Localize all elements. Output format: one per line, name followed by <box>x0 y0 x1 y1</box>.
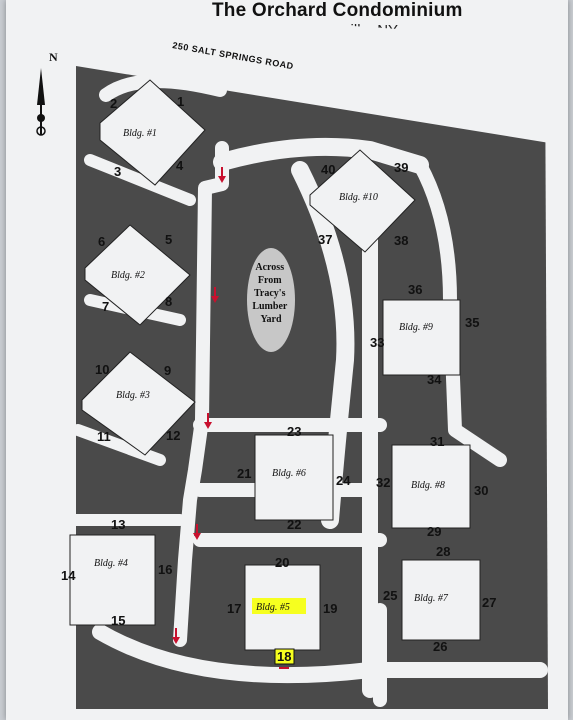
unit-7: 7 <box>102 299 109 314</box>
building-6 <box>254 434 334 521</box>
unit-18-highlight <box>274 648 295 665</box>
unit-23: 23 <box>287 424 301 439</box>
unit-4: 4 <box>176 158 184 173</box>
building-8 <box>391 444 471 529</box>
building-10 <box>309 149 416 253</box>
center-oval-text: Across From Tracy's Lumber Yard <box>252 262 289 325</box>
unit-9: 9 <box>164 363 171 378</box>
building-label-5: Bldg. #5 <box>256 602 290 613</box>
unit-13: 13 <box>111 517 125 532</box>
building-label-8: Bldg. #8 <box>411 480 445 491</box>
arrow-down-icon <box>204 413 212 429</box>
buildings <box>69 79 481 651</box>
building-labels: Bldg. #1 Bldg. #2 Bldg. #3 Bldg. #4 Bldg… <box>94 128 449 614</box>
arrow-down-icon <box>172 628 180 644</box>
building-label-2: Bldg. #2 <box>111 270 145 281</box>
unit-numbers: 1 2 3 4 5 6 7 8 9 10 11 12 13 14 15 16 1… <box>61 94 496 669</box>
arrow-down-icon <box>218 167 226 183</box>
building-label-7: Bldg. #7 <box>414 593 449 604</box>
building-5-highlight <box>252 598 306 614</box>
unit-1: 1 <box>177 94 184 109</box>
unit-27: 27 <box>482 595 496 610</box>
unit-24: 24 <box>336 473 351 488</box>
page-title: The Orchard Condominium <box>212 0 463 21</box>
unit-30: 30 <box>474 483 488 498</box>
unit-21: 21 <box>237 466 251 481</box>
building-4 <box>69 534 156 626</box>
unit-28: 28 <box>436 544 450 559</box>
salt-springs-road <box>76 8 568 146</box>
unit-22: 22 <box>287 517 301 532</box>
building-label-4: Bldg. #4 <box>94 558 128 569</box>
compass-icon: N <box>36 50 58 136</box>
arrow-down-icon <box>211 287 219 303</box>
building-label-1: Bldg. #1 <box>123 128 157 139</box>
building-2 <box>84 224 191 326</box>
building-label-9: Bldg. #9 <box>399 322 433 333</box>
unit-10: 10 <box>95 362 109 377</box>
unit-15: 15 <box>111 613 125 628</box>
unit-17: 17 <box>227 601 241 616</box>
internal-drives <box>56 74 548 707</box>
unit-6: 6 <box>98 234 105 249</box>
unit-18: 18 <box>277 649 291 664</box>
unit-2: 2 <box>110 96 117 111</box>
unit-37: 37 <box>318 232 332 247</box>
unit-19: 19 <box>323 601 337 616</box>
building-7 <box>401 559 481 641</box>
building-label-6: Bldg. #6 <box>272 468 306 479</box>
building-label-10: Bldg. #10 <box>339 192 378 203</box>
unit-25: 25 <box>383 588 397 603</box>
unit-5: 5 <box>165 232 172 247</box>
building-3 <box>81 351 196 456</box>
unit-29: 29 <box>427 524 441 539</box>
unit-31: 31 <box>430 434 444 449</box>
unit-39: 39 <box>394 160 408 175</box>
unit-20: 20 <box>275 555 289 570</box>
unit-14: 14 <box>61 568 76 583</box>
unit-38: 38 <box>394 233 408 248</box>
unit-16: 16 <box>158 562 172 577</box>
unit-34: 34 <box>427 372 442 387</box>
unit-12: 12 <box>166 428 180 443</box>
unit-11: 11 <box>97 429 111 444</box>
unit-40: 40 <box>321 162 335 177</box>
unit-8: 8 <box>165 294 172 309</box>
direction-arrows <box>172 167 226 644</box>
unit-3: 3 <box>114 164 121 179</box>
building-label-3: Bldg. #3 <box>116 390 150 401</box>
unit-36: 36 <box>408 282 422 297</box>
unit-32: 32 <box>376 475 390 490</box>
unit-26: 26 <box>433 639 447 654</box>
building-9 <box>382 299 461 376</box>
unit-33: 33 <box>370 335 384 350</box>
building-1 <box>99 79 206 186</box>
center-oval <box>247 248 295 352</box>
compass-letter: N <box>49 50 58 64</box>
arrow-down-icon <box>193 524 201 540</box>
unit-35: 35 <box>465 315 479 330</box>
